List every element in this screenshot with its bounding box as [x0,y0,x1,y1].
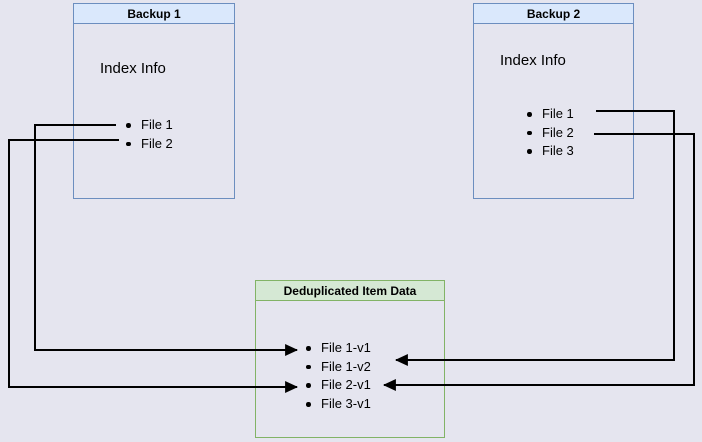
dedup-box: Deduplicated Item Data File 1-v1 File 1-… [255,280,445,438]
backup2-index-info-label: Index Info [500,52,566,69]
backup1-index-info-label: Index Info [100,60,166,77]
backup1-file-1: File 1 [126,116,173,135]
backup2-file-3: File 3 [527,142,574,161]
backup2-file-list: File 1 File 2 File 3 [527,105,574,161]
backup2-box: Backup 2 Index Info File 1 File 2 File 3 [473,3,634,199]
backup1-file-list: File 1 File 2 [126,116,173,153]
dedup-file-1-v2: File 1-v2 [306,358,371,377]
dedup-item-list: File 1-v1 File 1-v2 File 2-v1 File 3-v1 [306,339,371,413]
backup1-box: Backup 1 Index Info File 1 File 2 [73,3,235,199]
backup1-file-2: File 2 [126,135,173,154]
backup2-file-1: File 1 [527,105,574,124]
backup1-title: Backup 1 [74,4,234,24]
dedup-title: Deduplicated Item Data [256,281,444,301]
dedup-file-1-v1: File 1-v1 [306,339,371,358]
backup2-title: Backup 2 [474,4,633,24]
dedup-file-3-v1: File 3-v1 [306,395,371,414]
backup2-file-2: File 2 [527,124,574,143]
dedup-file-2-v1: File 2-v1 [306,376,371,395]
